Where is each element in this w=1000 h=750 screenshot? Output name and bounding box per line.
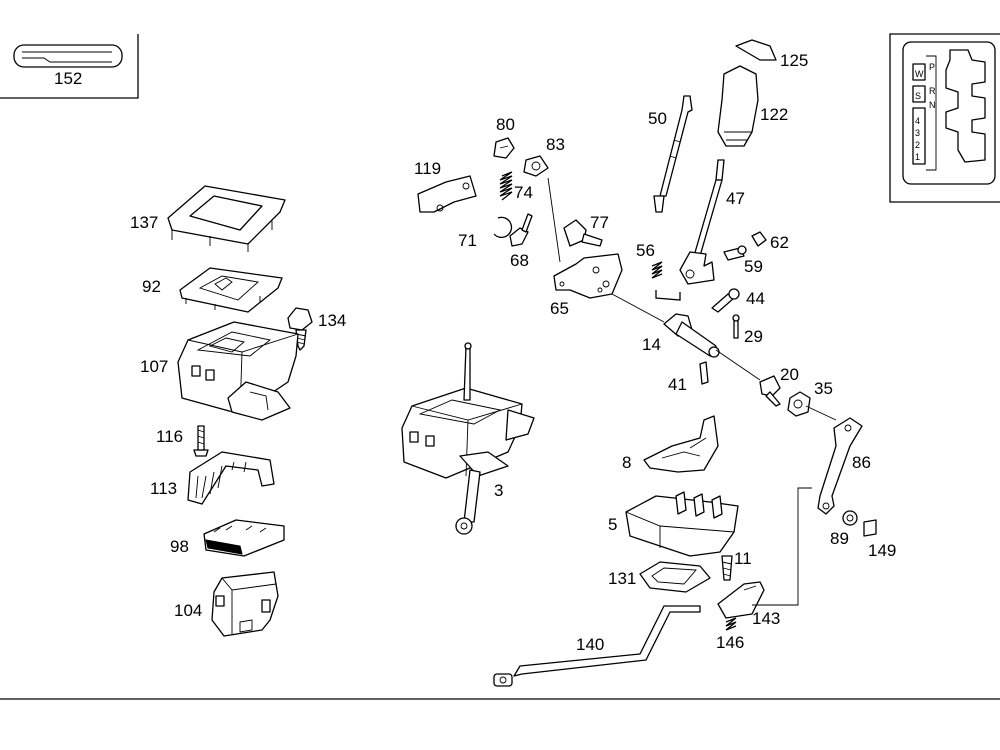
part-107-housing [177,321,299,421]
inset-frame-152 [0,34,139,99]
label-5: 5 [608,515,617,534]
part-3-shift-assembly [401,342,535,535]
gate-2: 2 [915,140,920,150]
part-149-clip [863,519,877,537]
part-35-bushing [787,391,811,417]
label-146: 146 [716,633,744,652]
gate-inset-frame [889,33,1000,203]
gate-n: N [929,100,936,110]
label-56: 56 [636,241,655,260]
gate-1: 1 [915,152,920,162]
gate-3: 3 [915,128,920,138]
label-152: 152 [54,69,82,88]
label-62: 62 [770,233,789,252]
part-143-lever [717,581,765,619]
part-65-plate [553,253,623,299]
part-68-pivot [509,213,533,247]
label-86: 86 [852,453,871,472]
label-140: 140 [576,635,604,654]
connection-lines [547,177,837,606]
label-143: 143 [752,609,780,628]
label-116: 116 [156,427,183,446]
label-14: 14 [642,335,661,354]
part-131-frame [639,561,711,593]
label-98: 98 [170,537,189,556]
gate-w: W [915,69,924,79]
part-47-lever [679,159,725,285]
part-labels: 152 125 122 50 47 80 83 119 74 71 68 77 … [54,51,896,654]
label-59: 59 [744,257,763,276]
label-47: 47 [726,189,745,208]
part-80-clip [493,137,515,159]
label-68: 68 [510,251,529,270]
gear-gate-indicator: W S P R N 4 3 2 1 [902,41,996,185]
label-119: 119 [414,159,441,178]
label-8: 8 [622,453,631,472]
part-92-gate-plate [179,267,283,313]
part-5-base [625,491,739,557]
gate-p: P [929,62,935,72]
gate-s: S [915,91,921,101]
label-122: 122 [760,105,788,124]
part-56-spring [651,261,681,301]
part-62-nut [751,231,767,247]
part-86-lever [817,417,863,515]
label-149: 149 [868,541,896,560]
part-59-bolt [723,245,747,261]
label-77: 77 [590,213,609,232]
part-98-switch [203,519,285,557]
label-71: 71 [458,231,477,250]
part-77-adjuster [563,219,603,247]
part-11-bolt [721,555,733,581]
part-41-pin [699,361,709,385]
gate-4: 4 [915,116,920,126]
label-92: 92 [142,277,161,296]
part-137-bezel [167,185,286,252]
label-65: 65 [550,299,569,318]
label-41: 41 [668,375,687,394]
label-137: 137 [130,213,158,232]
part-125-cap [735,39,777,61]
label-134: 134 [318,311,346,330]
label-125: 125 [780,51,808,70]
label-89: 89 [830,529,849,548]
part-104-module [211,571,279,637]
label-44: 44 [746,289,765,308]
label-3: 3 [494,481,503,500]
part-152-trim-strip [13,44,123,68]
label-50: 50 [648,109,667,128]
part-44-pin [711,288,740,313]
gate-r: R [929,86,936,96]
part-116-bolt [193,425,209,457]
part-140-cable [493,605,701,687]
part-8-selector [643,415,719,473]
part-74-spring [499,171,513,201]
label-29: 29 [744,327,763,346]
part-113-cover [187,451,275,505]
label-35: 35 [814,379,833,398]
part-89-bushing [842,510,858,526]
label-83: 83 [546,135,565,154]
label-11: 11 [734,549,752,568]
part-14-shaft [663,313,720,358]
part-146-spring [725,617,737,631]
label-104: 104 [174,601,202,620]
label-80: 80 [496,115,515,134]
label-20: 20 [780,365,799,384]
part-71-ring [493,216,513,238]
label-107: 107 [140,357,168,376]
part-29-pin [732,314,740,339]
part-50-rod [653,95,693,213]
label-74: 74 [514,183,533,202]
part-20-clamp [759,375,781,407]
label-131: 131 [608,569,636,588]
part-119-bracket [417,175,477,213]
part-83-bushing [523,155,549,177]
part-122-knob [717,65,759,147]
label-113: 113 [150,479,177,498]
